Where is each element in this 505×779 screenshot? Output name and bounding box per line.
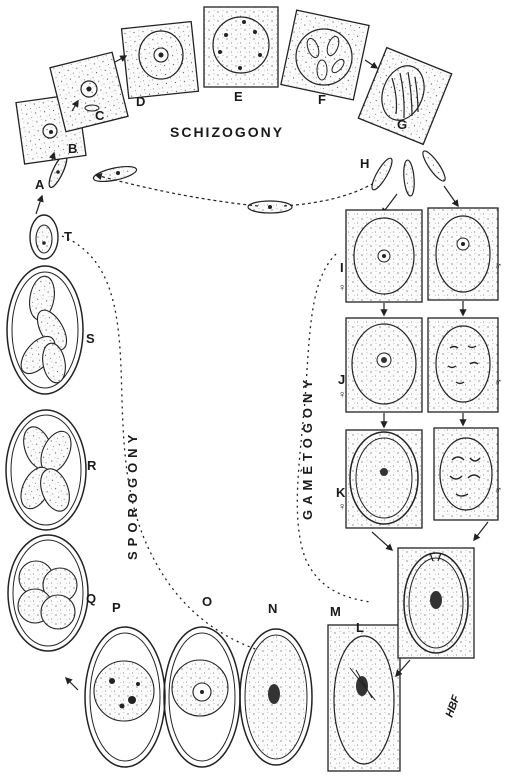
macrogamete-k [346,430,422,528]
dotted-paths [62,236,370,650]
microgametocyte-j [428,318,498,412]
male-symbol-i: ♂ [494,261,502,273]
stage-label-i: I [340,260,344,275]
female-symbol-j: ♀ [338,389,346,401]
stage-label-p: P [112,600,121,615]
cell-e [204,7,278,87]
stage-label-m: M [330,604,341,619]
oocyst-r [6,410,86,530]
oocyst-o [164,627,240,767]
stage-label-l: L [356,620,364,635]
stage-label-f: F [318,92,326,107]
macrogametocyte-j [346,318,422,412]
stage-label-e: E [234,89,243,104]
stage-label-t: T [64,229,72,244]
stage-label-a: A [35,177,45,192]
stage-label-s: S [86,331,95,346]
stage-label-k: K [336,485,346,500]
microgametocyte-i [428,208,498,300]
cell-f [281,10,369,100]
female-symbol-i: ♀ [338,282,346,294]
stage-label-h: H [360,156,369,171]
stage-label-g: G [397,117,407,132]
stage-label-b: B [68,141,77,156]
microgametes-k [434,428,498,520]
oocyst-p [85,627,165,767]
stage-label-j: J [338,372,345,387]
label-sporogony: SPOROGONY [125,430,140,560]
stage-label-r: R [87,458,97,473]
title-schizogony: SCHIZOGONY [170,124,284,140]
cell-d [122,22,199,99]
stage-label-d: D [136,94,145,109]
oocyst-s [7,266,83,394]
stage-label-n: N [268,601,277,616]
sporogony-path [62,236,258,650]
cell-m [328,625,400,771]
male-symbol-j: ♂ [494,377,502,389]
oocyst-q [8,535,88,651]
stage-label-q: Q [86,591,96,606]
fertilization-l [398,548,474,658]
macrogametocyte-i [346,210,422,302]
signature: HBF [444,693,463,719]
female-symbol-k: ♀ [338,501,346,513]
zygote-n [240,629,312,765]
merozoites-h [92,148,448,213]
stage-label-c: C [95,108,105,123]
stage-label-o: O [202,594,212,609]
oocyst-t [30,215,58,259]
label-gametogony: GAMÈTOGONY [300,375,315,520]
male-symbol-k: ♂ [494,485,502,497]
